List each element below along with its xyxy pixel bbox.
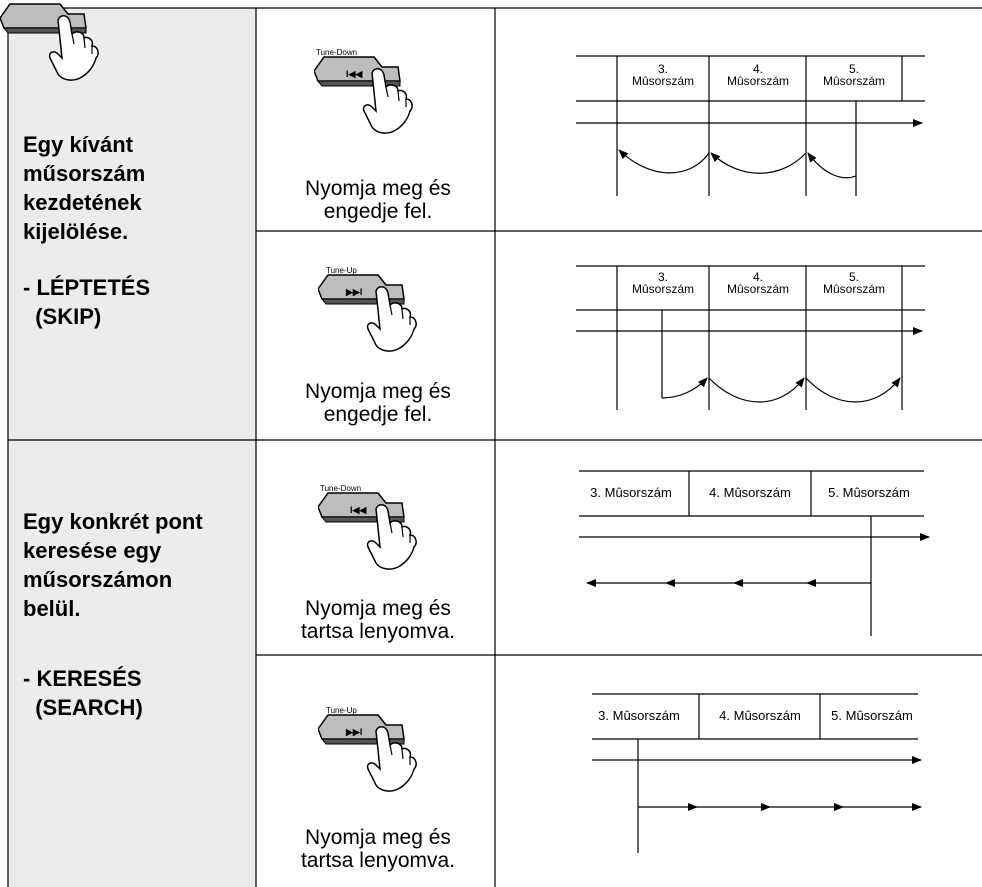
row1-left-cell <box>8 8 256 440</box>
track-5-label-b: 5.Mûsorszám <box>823 270 885 296</box>
row1-heading: Egy kívánt műsorszám kezdetének kijelölé… <box>23 132 146 244</box>
caption-skip-up: Nyomja meg és engedje fel. <box>305 380 451 426</box>
skip-forward-icon: ▶▶I <box>345 727 362 737</box>
tune-down-label-2: Tune-Down <box>320 484 361 493</box>
skip-back-icon: I◀◀ <box>346 69 363 79</box>
track-5-label-a: 5.Mûsorszám <box>823 62 885 88</box>
track-3-label-c: 3. Mûsorszám <box>590 485 672 500</box>
tune-down-label-1: Tune-Down <box>316 48 357 57</box>
row2-mode: - KERESÉS (SEARCH) <box>23 666 143 720</box>
track-3-label-a: 3.Mûsorszám <box>632 62 694 88</box>
track-5-label-c: 5. Mûsorszám <box>828 485 910 500</box>
tune-up-button-2: Tune-Up ▶▶I <box>318 706 417 792</box>
tune-down-button-1: Tune-Down I◀◀ <box>314 48 413 134</box>
caption-search-up: Nyomja meg és tartsa lenyomva. <box>300 826 456 872</box>
tune-up-label-2: Tune-Up <box>326 706 357 715</box>
track-4-label-c: 4. Mûsorszám <box>709 485 791 500</box>
tune-down-button-2: Tune-Down I◀◀ <box>318 484 417 570</box>
track-4-label-b: 4.Mûsorszám <box>727 270 789 296</box>
skip-back-icon: I◀◀ <box>350 505 367 515</box>
track-3-label-d: 3. Mûsorszám <box>598 708 680 723</box>
hand-icon <box>366 726 417 792</box>
row2-heading: Egy konkrét pont keresése egy műsorszámo… <box>23 509 203 621</box>
caption-search-down: Nyomja meg és tartsa lenyomva. <box>300 597 456 643</box>
tune-up-button-1: Tune-Up ▶▶I <box>318 266 417 352</box>
track-4-label-d: 4. Mûsorszám <box>719 708 801 723</box>
row1-mode: - LÉPTETÉS (SKIP) <box>23 275 151 329</box>
hand-icon <box>366 504 417 570</box>
track-3-label-b: 3.Mûsorszám <box>632 270 694 296</box>
hand-icon <box>366 286 417 352</box>
tune-up-label-1: Tune-Up <box>326 266 357 275</box>
row2-left-cell <box>8 440 256 887</box>
track-4-label-a: 4.Mûsorszám <box>727 62 789 88</box>
skip-forward-icon: ▶▶I <box>345 287 362 297</box>
track-5-label-d: 5. Mûsorszám <box>831 708 913 723</box>
caption-skip-down: Nyomja meg és engedje fel. <box>305 177 451 223</box>
hand-icon <box>362 68 413 134</box>
